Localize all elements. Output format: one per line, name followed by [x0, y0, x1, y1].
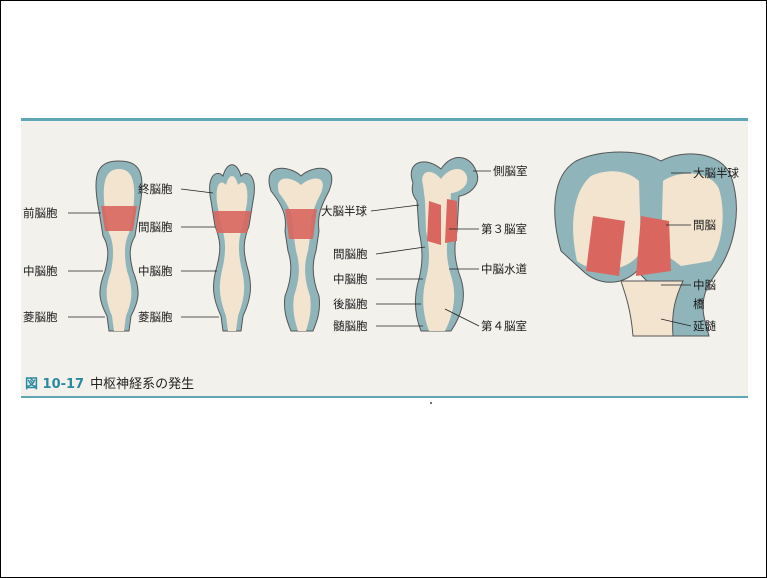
label-mesencephalon-2: 中脳胞	[138, 264, 173, 278]
label-cerebral-aqueduct: 中脳水道	[481, 262, 527, 276]
stage-4-hemispheres	[411, 157, 477, 331]
label-diencephalon-3: 間脳胞	[333, 247, 368, 261]
label-rhombencephalon: 菱脳胞	[23, 310, 58, 324]
label-diencephalon-adult: 間脳	[693, 218, 716, 232]
label-third-ventricle: 第３脳室	[481, 222, 527, 236]
label-telencephalon: 終脳胞	[138, 182, 173, 196]
label-cerebral-hemisphere-2: 大脳半球	[693, 166, 739, 180]
label-prosencephalon: 前脳胞	[23, 206, 58, 220]
label-myelencephalon: 髄脳胞	[333, 319, 368, 333]
label-midbrain: 中脳	[693, 278, 716, 292]
label-lateral-ventricle: 側脳室	[493, 164, 528, 178]
label-rhombencephalon-2: 菱脳胞	[138, 310, 173, 324]
figure-title: 中枢神経系の発生	[90, 377, 194, 392]
stage-1-neural-tube	[96, 161, 142, 331]
label-mesencephalon-3: 中脳胞	[333, 272, 368, 286]
figure-number: 図 10-17	[25, 377, 84, 392]
label-medulla: 延髄	[693, 319, 716, 333]
label-diencephalon: 間脳胞	[138, 220, 173, 234]
figure-bottom-rule	[21, 396, 748, 398]
label-cerebral-hemisphere: 大脳半球	[321, 204, 367, 218]
figure-caption: 図 10-17 中枢神経系の発生	[25, 373, 194, 393]
label-fourth-ventricle: 第４脳室	[481, 319, 527, 333]
label-pons: 橋	[693, 297, 705, 311]
label-mesencephalon: 中脳胞	[23, 264, 58, 278]
scan-dot	[430, 402, 432, 404]
cns-development-illustration: 前脳胞 中脳胞 菱脳胞 終脳胞 間脳胞 中脳胞 菱脳胞 大脳半球 間脳胞 中脳胞…	[21, 121, 748, 371]
stage-2-five-vesicles	[210, 165, 255, 331]
label-metencephalon: 後脳胞	[333, 297, 368, 311]
stage-3-flexures	[269, 168, 332, 331]
